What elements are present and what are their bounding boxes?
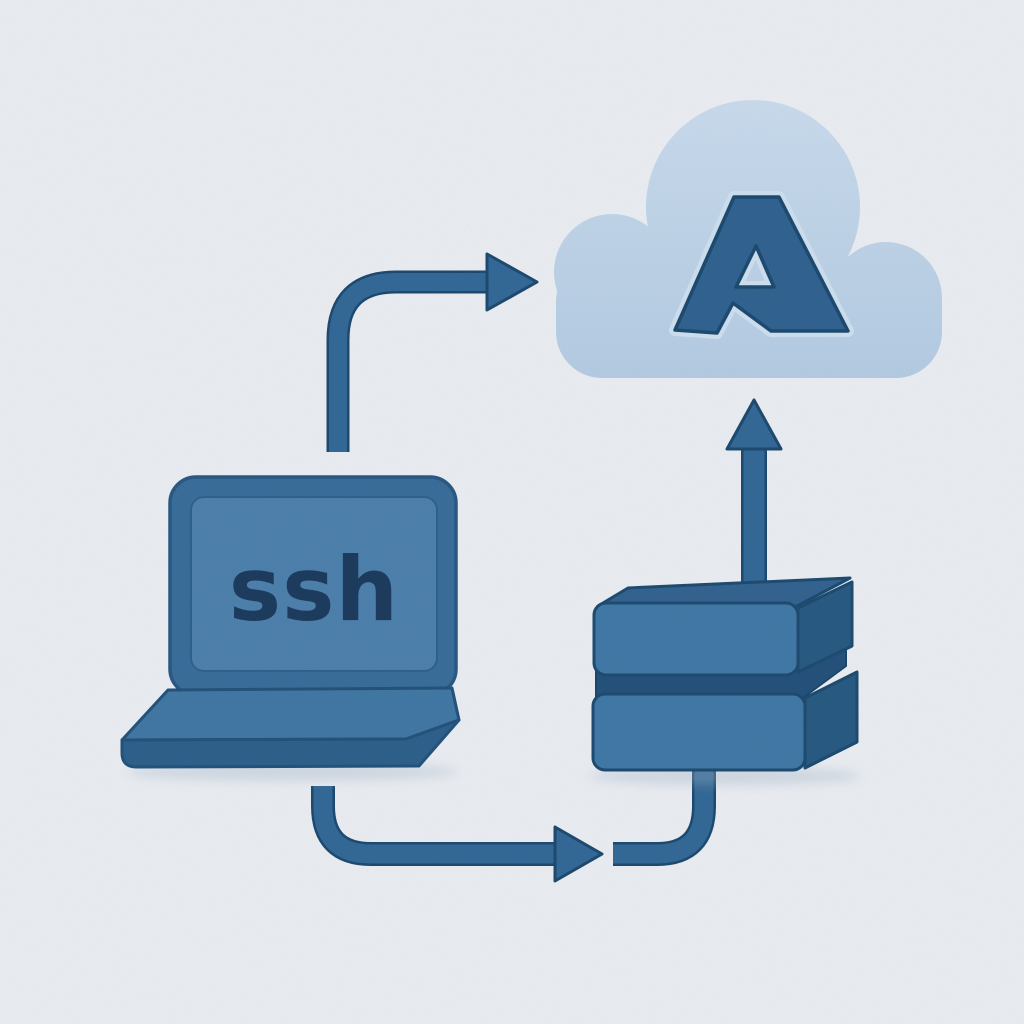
illustration-stage: A (0, 0, 1024, 1024)
grain-texture-overlay (0, 0, 1024, 1024)
azure-ssh-architecture-illustration: A (0, 0, 1024, 1024)
